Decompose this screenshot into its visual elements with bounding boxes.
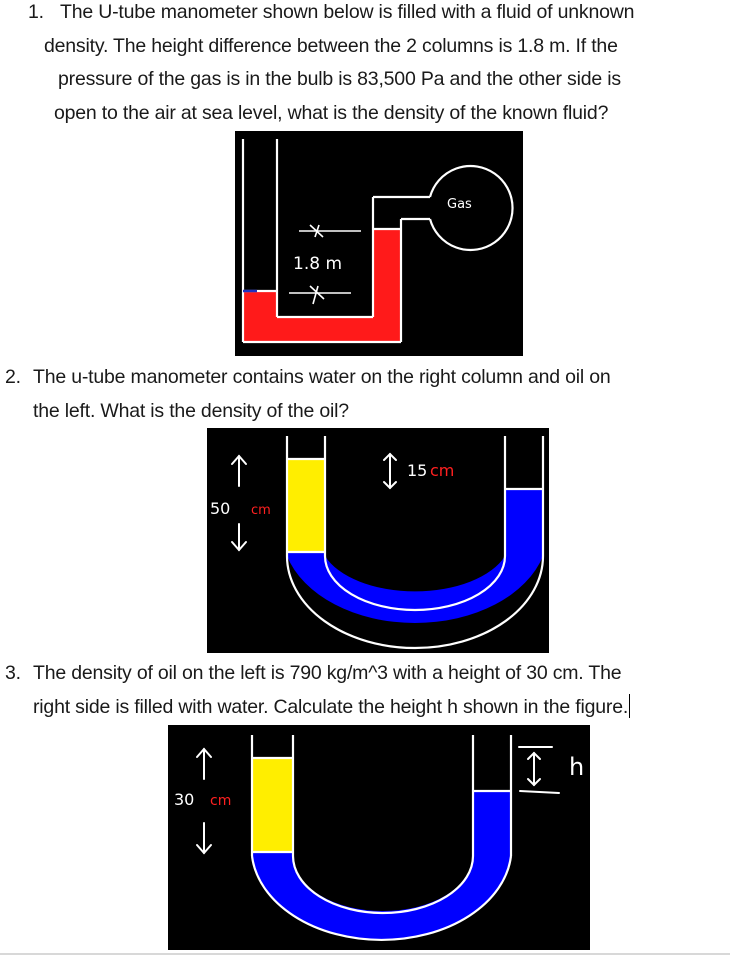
figure-2-u-tube-oil-water: 50 cm 15 cm — [207, 428, 549, 653]
left-height-value: 50 — [210, 499, 230, 518]
question-1-line-2: density. The height difference between t… — [44, 34, 618, 57]
question-1-line-1: 1.The U-tube manometer shown below is fi… — [28, 0, 634, 30]
gas-label: Gas — [447, 197, 472, 212]
left-height-unit: cm — [210, 793, 231, 809]
question-2-line-2: the left. What is the density of the oil… — [33, 399, 349, 422]
manometer-diagram: 1.8 m Gas — [241, 139, 514, 344]
question-number: 3. — [5, 662, 21, 684]
u-tube-diagram: 30 cm h — [174, 735, 584, 941]
figure-1-manometer-gas-bulb: 1.8 m Gas — [235, 131, 523, 356]
question-1-line-3: pressure of the gas is in the bulb is 83… — [58, 68, 621, 90]
question-1: 1.The U-tube manometer shown below is fi… — [28, 0, 634, 130]
question-3-line-1: 3.The density of oil on the left is 790 … — [5, 657, 630, 691]
question-1-line-4: open to the air at sea level, what is th… — [54, 101, 609, 124]
question-number: 2. — [5, 366, 21, 388]
text-cursor — [629, 693, 631, 718]
right-height-unit: cm — [430, 461, 454, 480]
left-height-unit: cm — [251, 503, 271, 518]
right-height-value: 15 — [407, 461, 427, 480]
height-h-label: h — [569, 753, 584, 781]
height-label: 1.8 m — [293, 254, 342, 274]
figure-3-u-tube-height-h: 30 cm h — [168, 725, 590, 950]
question-2-line-1: 2.The u-tube manometer contains water on… — [5, 361, 611, 395]
question-3: 3.The density of oil on the left is 790 … — [5, 657, 631, 724]
question-3-line-2: right side is filled with water. Calcula… — [33, 693, 631, 718]
question-2: 2.The u-tube manometer contains water on… — [5, 361, 611, 428]
page-bottom-divider — [0, 953, 730, 955]
u-tube-diagram: 50 cm 15 cm — [210, 436, 545, 650]
left-height-value: 30 — [174, 790, 194, 809]
question-number: 1. — [28, 1, 44, 23]
